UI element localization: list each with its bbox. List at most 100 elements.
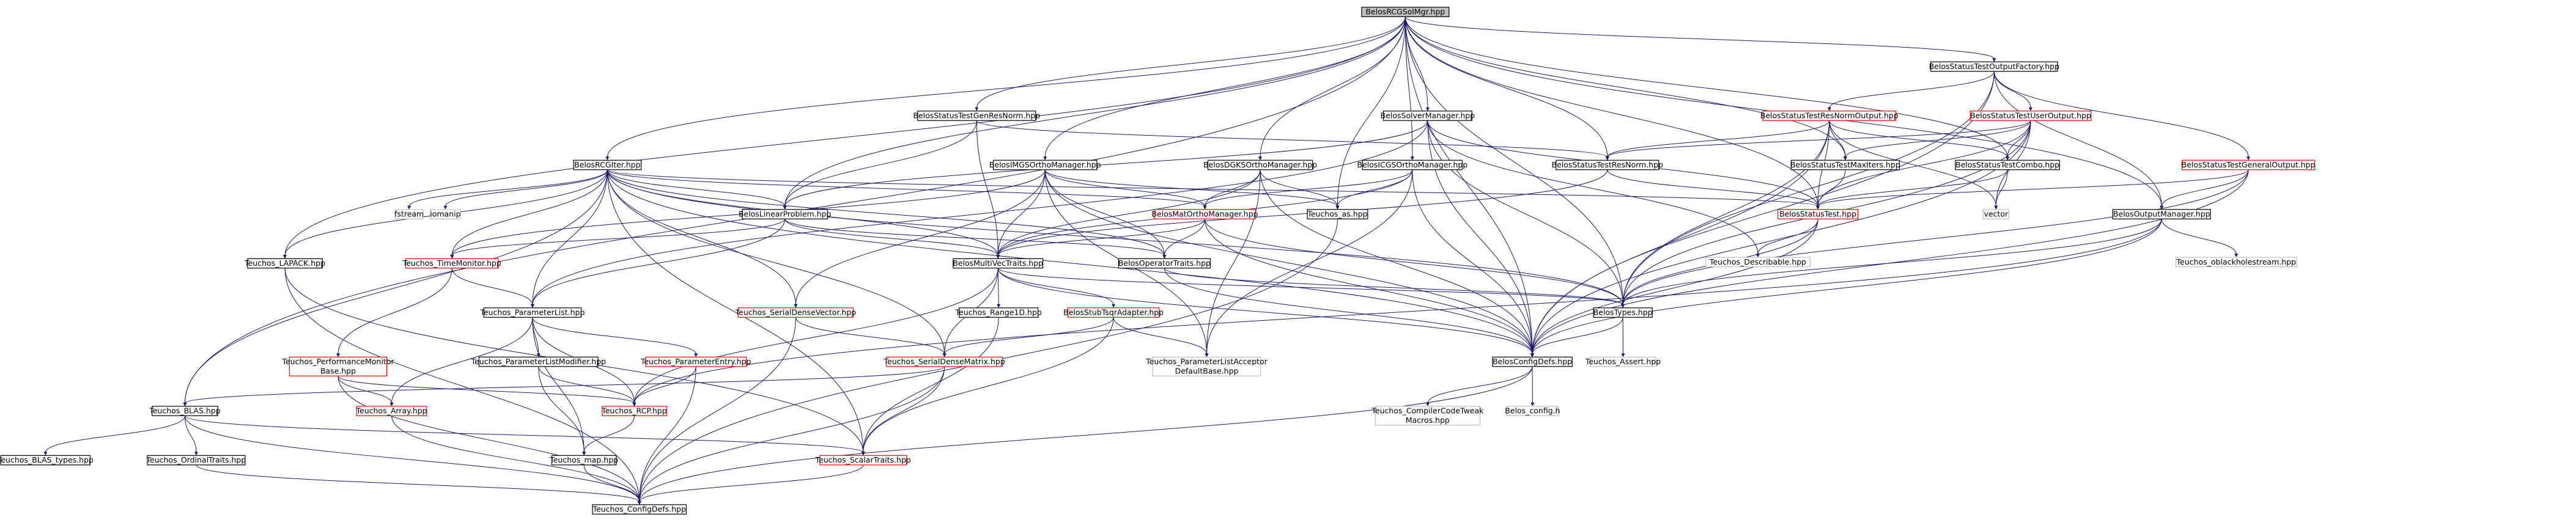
nodes-layer: BelosRCGSolMgr.hppBelosStatusTestOutputF… <box>0 7 2316 515</box>
arrowhead-imgs-to-serdensevec <box>794 304 798 308</box>
node-teuchos-scalartraits-hpp[interactable]: Teuchos_ScalarTraits.hpp <box>815 455 911 466</box>
arrowhead-outmgr-to-oblackhole <box>2234 254 2238 258</box>
edge-serdensevec-to-serdensemat <box>795 317 945 354</box>
node-belosstatustestgenresnorm-hpp[interactable]: BelosStatusTestGenResNorm.hpp <box>913 111 1040 121</box>
edge-resnormout-to-configdefs <box>1532 120 1830 354</box>
edge-root-to-linprob <box>784 16 1406 207</box>
node-iomanip[interactable]: iomanip <box>430 209 461 219</box>
node-teuchos-lapack-hpp[interactable]: Teuchos_LAPACK.hpp <box>244 258 325 269</box>
arrowhead-blas-to-ordinaltraits <box>194 452 198 456</box>
node-belosstatustestgeneraloutput-hpp[interactable]: BelosStatusTestGeneralOutput.hpp <box>2182 159 2316 170</box>
node-label: BelosStatusTestUserOutput.hpp <box>1970 111 2091 120</box>
node-box <box>592 504 687 515</box>
edge-root-to-lapack <box>284 16 1406 256</box>
node-belosstubtsqradapter-hpp[interactable]: BelosStubTsqrAdapter.hpp <box>1063 307 1164 318</box>
node-label: Teuchos_RCP.hpp <box>601 406 667 416</box>
node-belosstatustestoutputfactory-hpp[interactable]: BelosStatusTestOutputFactory.hpp <box>1929 61 2059 72</box>
node-teuchos-serialdensevector-hpp[interactable]: Teuchos_SerialDenseVector.hpp <box>735 307 857 318</box>
edge-paramentry-to-rcp <box>633 366 696 403</box>
node-box <box>0 455 91 466</box>
edge-rcgiter-to-configdefs <box>607 169 1533 354</box>
node-label: BelosStubTsqrAdapter.hpp <box>1063 308 1164 317</box>
edge-root-to-rcgiter <box>607 16 1406 158</box>
node-belosstatustestmaxiters-hpp[interactable]: BelosStatusTestMaxIters.hpp <box>1790 159 1900 170</box>
node-label: Teuchos_Array.hpp <box>356 406 427 416</box>
node-label: Teuchos_as.hpp <box>1307 210 1367 219</box>
edge-timemon-to-perfmon <box>338 268 452 354</box>
node-box <box>1067 307 1160 318</box>
node-teuchos-configdefs-hpp[interactable]: Teuchos_ConfigDefs.hpp <box>592 504 687 515</box>
node-belossolvermanager-hpp[interactable]: BelosSolverManager.hpp <box>1381 111 1475 121</box>
arrowhead-icgs-to-as <box>1335 205 1340 210</box>
node-teuchos-rcp-hpp[interactable]: Teuchos_RCP.hpp <box>601 406 667 416</box>
edge-paramlist-to-map <box>532 317 585 453</box>
node-teuchos-parameterentry-hpp[interactable]: Teuchos_ParameterEntry.hpp <box>640 356 751 367</box>
node-belosstatustestresnorm-hpp[interactable]: BelosStatusTestResNorm.hpp <box>1552 159 1664 170</box>
node-belosstatustestuseroutput-hpp[interactable]: BelosStatusTestUserOutput.hpp <box>1969 111 2092 121</box>
node-belosicgsorthomanager-hpp[interactable]: BelosICGSOrthoManager.hpp <box>1357 159 1468 170</box>
node-teuchos-parameterlistmodifier-hpp[interactable]: Teuchos_ParameterListModifier.hpp <box>471 356 606 367</box>
node-teuchos-serialdensematrix-hpp[interactable]: Teuchos_SerialDenseMatrix.hpp <box>884 356 1005 367</box>
node-teuchos-parameterlistacceptor-defaultbase-hpp[interactable]: Teuchos_ParameterListAcceptorDefaultBase… <box>1145 356 1268 376</box>
node-belos-config-h[interactable]: Belos_config.h <box>1505 406 1560 416</box>
arrowhead-serdensemat-to-blas <box>183 402 187 406</box>
edge-icgs-to-as <box>1337 169 1413 207</box>
edge-genout-to-outmgr <box>2161 169 2249 207</box>
node-belosrcgsolmgr-hpp[interactable]: BelosRCGSolMgr.hpp <box>1361 7 1450 17</box>
node-teuchos-timemonitor-hpp[interactable]: Teuchos_TimeMonitor.hpp <box>402 258 501 269</box>
node-label: BelosStatusTestResNormOutput.hpp <box>1760 111 1899 120</box>
arrowhead-paramentry-to-rcp <box>632 402 637 406</box>
node-box <box>742 209 829 219</box>
node-belosmatorthomanager-hpp[interactable]: BelosMatOrthoManager.hpp <box>1152 209 1258 219</box>
node-label: BelosStatusTestCombo.hpp <box>1955 160 2059 169</box>
node-teuchos-map-hpp[interactable]: Teuchos_map.hpp <box>549 455 618 466</box>
node-beloslinearproblem-hpp[interactable]: BelosLinearProblem.hpp <box>739 209 832 219</box>
node-belosmultivectraits-hpp[interactable]: BelosMultiVecTraits.hpp <box>953 258 1044 269</box>
node-belosdgksorthomanager-hpp[interactable]: BelosDGKSOrthoManager.hpp <box>1203 159 1317 170</box>
edge-blas-to-teuchosconfig <box>184 416 640 502</box>
node-box <box>1207 159 1313 170</box>
edge-optraits-to-types <box>1164 268 1623 306</box>
arrowhead-rcgiter-to-lapack <box>283 255 287 259</box>
node-box <box>394 209 424 219</box>
node-vector[interactable]: vector <box>1982 209 2010 219</box>
node-box <box>917 111 1036 121</box>
edge-root-to-configdefs <box>1404 16 1533 354</box>
node-belosrcgiter-hpp[interactable]: BelosRCGIter.hpp <box>573 159 642 170</box>
node-belosoperatortraits-hpp[interactable]: BelosOperatorTraits.hpp <box>1118 258 1211 269</box>
node-teuchos-array-hpp[interactable]: Teuchos_Array.hpp <box>356 406 427 416</box>
node-belosstatustestresnormoutput-hpp[interactable]: BelosStatusTestResNormOutput.hpp <box>1760 111 1899 121</box>
node-teuchos-describable-hpp[interactable]: Teuchos_Describable.hpp <box>1705 257 1810 268</box>
arrowhead-genout-to-outmgr <box>2160 205 2164 210</box>
node-teuchos-assert-hpp[interactable]: Teuchos_Assert.hpp <box>1585 356 1661 367</box>
node-belosconfigdefs-hpp[interactable]: BelosConfigDefs.hpp <box>1492 356 1573 367</box>
edge-rcgiter-to-linprob <box>607 169 786 207</box>
node-teuchos-as-hpp[interactable]: Teuchos_as.hpp <box>1307 209 1368 219</box>
node-belosoutputmanager-hpp[interactable]: BelosOutputManager.hpp <box>2112 209 2211 219</box>
node-box <box>430 209 461 219</box>
edge-combo-to-vector <box>1995 169 2008 207</box>
node-belostypes-hpp[interactable]: BelosTypes.hpp <box>1593 307 1653 318</box>
arrowhead-configdefs-to-configh <box>1530 402 1535 406</box>
node-belosstatustest-hpp[interactable]: BelosStatusTest.hpp <box>1777 209 1859 219</box>
edge-resnormout-to-resnorm <box>1607 120 1830 158</box>
node-teuchos-ordinaltraits-hpp[interactable]: Teuchos_OrdinalTraits.hpp <box>146 455 246 466</box>
node-belosimgsorthomanager-hpp[interactable]: BelosIMGSOrthoManager.hpp <box>989 159 1101 170</box>
node-belosstatustestcombo-hpp[interactable]: BelosStatusTestCombo.hpp <box>1955 159 2061 170</box>
node-label: BelosRCGSolMgr.hpp <box>1365 7 1445 16</box>
node-fstream[interactable]: fstream <box>394 209 424 219</box>
node-box <box>1362 159 1463 170</box>
node-teuchos-range1d-hpp[interactable]: Teuchos_Range1D.hpp <box>955 307 1042 318</box>
edge-solvermgr-to-paramlist <box>532 120 1428 305</box>
node-teuchos-blas-types-hpp[interactable]: Teuchos_BLAS_types.hpp <box>0 455 94 466</box>
node-teuchos-oblackholestream-hpp[interactable]: Teuchos_oblackholestream.hpp <box>2176 257 2297 268</box>
node-label: BelosOperatorTraits.hpp <box>1118 258 1211 268</box>
edge-scalartraits-to-teuchosconfig <box>639 464 864 502</box>
edge-resnormout-to-combo <box>1829 120 2008 158</box>
node-box <box>885 356 1003 367</box>
node-teuchos-blas-hpp[interactable]: Teuchos_BLAS.hpp <box>149 406 221 416</box>
node-teuchos-parameterlist-hpp[interactable]: Teuchos_ParameterList.hpp <box>479 307 585 318</box>
